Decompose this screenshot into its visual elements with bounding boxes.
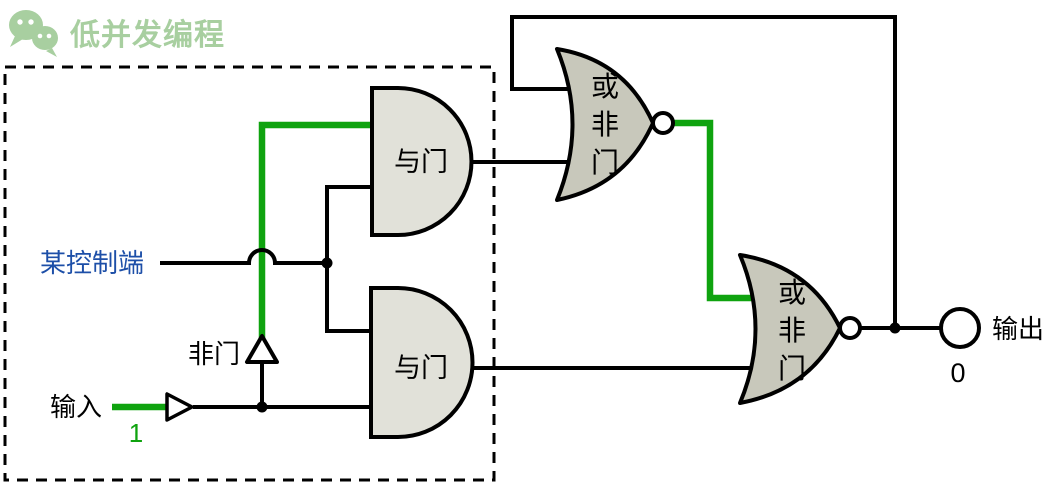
nor1-inversion-bubble [651,111,675,135]
junction-dot-control [321,257,333,269]
wire-feedback-loop [510,15,897,328]
junction-dot-feedback [889,322,901,334]
input-value: 1 [129,418,143,448]
dashed-boundary-box [3,65,496,482]
wechat-small-bubble-tail [46,48,57,57]
output-terminal-circle [939,307,981,349]
wechat-big-bubble-tail [10,36,23,47]
and-gate-top [370,86,474,237]
nor-gate-bottom [738,253,842,405]
not-gate-label: 非门 [188,339,240,369]
junction-dot-input [256,401,268,413]
nor2-char-2: 非 [778,315,806,346]
and2-gate-label: 与门 [394,353,448,383]
nor1-char-3: 门 [591,147,619,178]
nor2-inversion-bubble [838,316,862,340]
wechat-eye [46,33,52,39]
nor2-gate-label: 或 非 门 [778,277,806,384]
nor1-char-2: 非 [591,109,619,140]
nor1-char-1: 或 [591,71,619,102]
wechat-eye [37,33,43,39]
output-value: 0 [950,358,965,388]
nor2-char-3: 门 [778,353,806,384]
wire-control-with-hop [160,248,327,265]
wire-nor1-to-nor2-green [673,119,762,302]
wechat-small-bubble [32,26,58,50]
input-label: 输入 [50,392,102,422]
wechat-logo [9,10,58,57]
and-gate-bottom [369,286,475,439]
brand-title: 低并发编程 [69,18,225,52]
output-label: 输出 [992,314,1044,344]
nor1-gate-label: 或 非 门 [591,71,619,178]
and1-gate-label: 与门 [394,147,448,177]
wechat-eye [28,19,34,25]
control-label: 某控制端 [40,248,144,278]
nor2-char-1: 或 [778,277,806,308]
wire-control-branch [325,185,372,333]
wire-not-output-green [258,121,372,338]
nor-gate-top [555,47,655,202]
not-gate-triangle [245,334,279,364]
input-arrow [165,392,194,422]
wechat-eye [17,19,23,25]
